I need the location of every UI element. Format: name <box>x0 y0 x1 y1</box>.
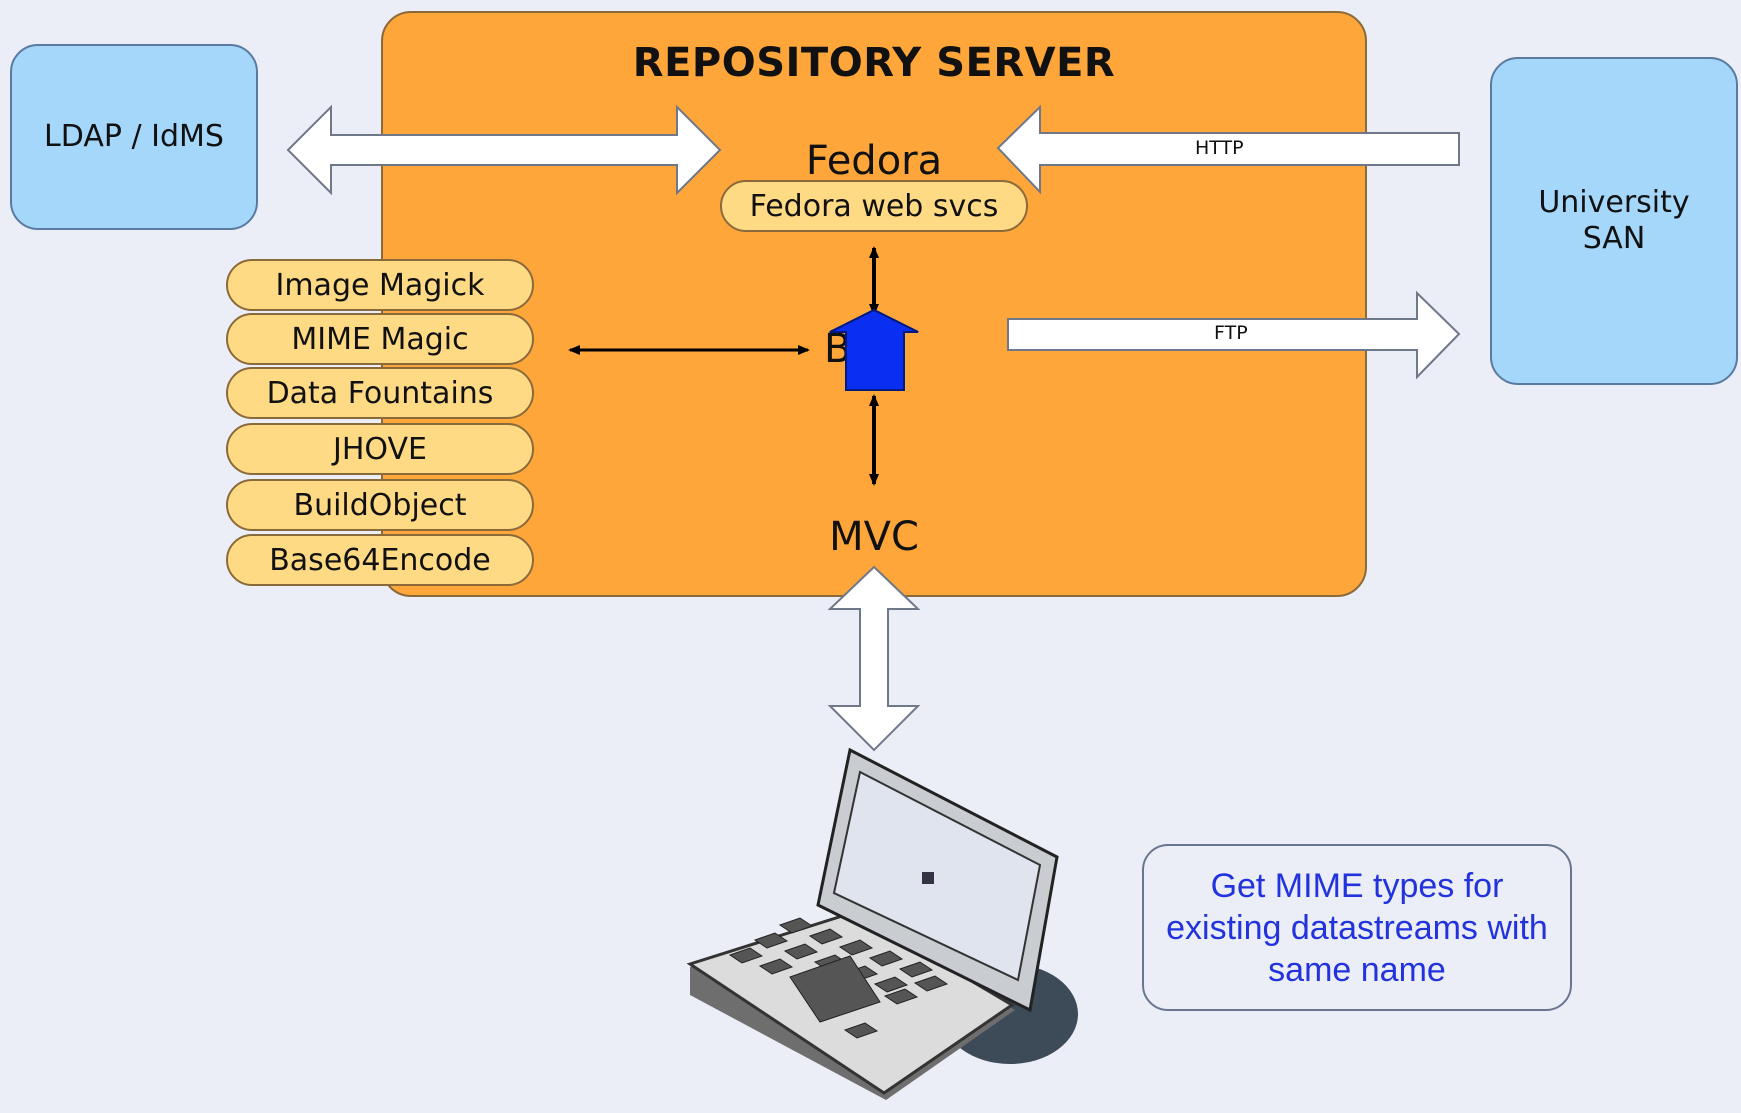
tool-pill: Base64Encode <box>226 534 534 586</box>
brl-label: BRL <box>824 326 902 372</box>
mvc-label: MVC <box>829 514 919 560</box>
tool-label: BuildObject <box>293 487 467 523</box>
tool-label: Data Fountains <box>266 375 494 411</box>
tool-pill: Image Magick <box>226 259 534 311</box>
note-line3: same name <box>1268 950 1446 989</box>
fedora-web-svcs-pill: Fedora web svcs <box>720 180 1028 232</box>
fedora-label: Fedora <box>805 138 943 184</box>
http-label: HTTP <box>1195 137 1244 159</box>
note-line2: existing datastreams with <box>1166 908 1548 947</box>
tool-pill: BuildObject <box>226 479 534 531</box>
tool-pill: JHOVE <box>226 423 534 475</box>
tool-label: MIME Magic <box>291 321 469 357</box>
tool-label: JHOVE <box>333 431 427 467</box>
laptop-icon <box>686 747 1078 1100</box>
tool-label: Base64Encode <box>269 542 491 578</box>
ldap-idms-label: LDAP / IdMS <box>44 119 224 154</box>
tool-pill: MIME Magic <box>226 313 534 365</box>
ftp-label: FTP <box>1214 322 1248 344</box>
university-san-label-line2: SAN <box>1582 221 1646 256</box>
note-box: Get MIME types for existing datastreams … <box>1142 844 1572 1011</box>
university-san-box: University SAN <box>1490 57 1738 385</box>
ldap-idms-box: LDAP / IdMS <box>10 44 258 230</box>
ftp-arrow <box>1007 290 1461 380</box>
ldap-fedora-double-arrow <box>286 104 722 196</box>
http-arrow <box>996 104 1460 195</box>
note-line1: Get MIME types for <box>1210 866 1504 905</box>
mvc-laptop-double-arrow <box>827 565 921 752</box>
university-san-label-line1: University <box>1538 185 1690 220</box>
tool-pill: Data Fountains <box>226 367 534 419</box>
tool-label: Image Magick <box>275 267 485 303</box>
fedora-web-svcs-label: Fedora web svcs <box>749 188 999 224</box>
repository-server-title: REPOSITORY SERVER <box>632 40 1116 86</box>
